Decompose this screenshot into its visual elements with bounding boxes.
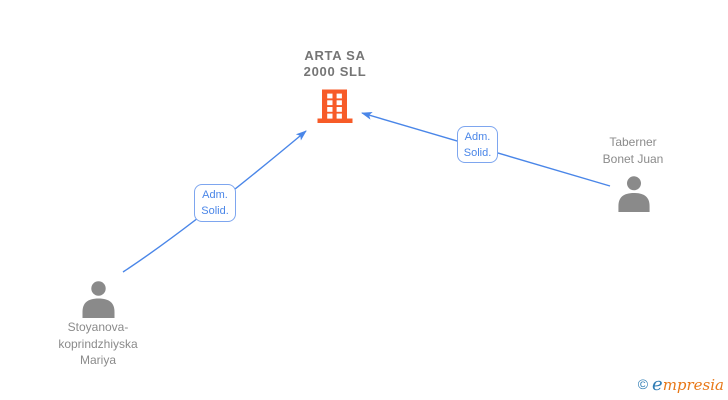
edge-label-line: Adm. (202, 189, 228, 201)
edge-label-line: Adm. (464, 130, 491, 143)
edge-label-right: Adm. Solid. (457, 126, 498, 163)
person-icon (82, 281, 115, 318)
company-node-label: ARTA SA 2000 SLL (245, 48, 425, 80)
logo-text: mpresia (662, 376, 724, 394)
company-name-line1: ARTA SA (304, 48, 366, 63)
edge-label-line: Solid. (463, 146, 492, 159)
person-label-taberner: Taberner Bonet Juan (543, 134, 723, 167)
person-name-line: Mariya (79, 353, 116, 367)
company-name-line2: 2000 SLL (303, 64, 367, 79)
person-label-stoyanova: Stoyanova- koprindzhiyska Mariya (8, 319, 188, 369)
company-node[interactable] (316, 88, 354, 125)
person-node-stoyanova[interactable] (81, 281, 116, 318)
person-name-line: Bonet Juan (602, 151, 664, 166)
edge-label-line: Solid. (201, 205, 229, 217)
person-name-line: koprindzhiyska (58, 336, 138, 351)
copyright-icon: © (637, 376, 649, 392)
empresia-logo: ©empresia (638, 374, 724, 395)
edge-label-left: Adm. Solid. (194, 184, 236, 222)
person-icon (618, 176, 650, 212)
person-name-line: Taberner (609, 135, 657, 149)
building-icon (317, 89, 353, 123)
person-name-line: Stoyanova- (67, 320, 129, 334)
logo-letter-e: e (652, 374, 663, 395)
person-node-taberner[interactable] (616, 176, 652, 212)
